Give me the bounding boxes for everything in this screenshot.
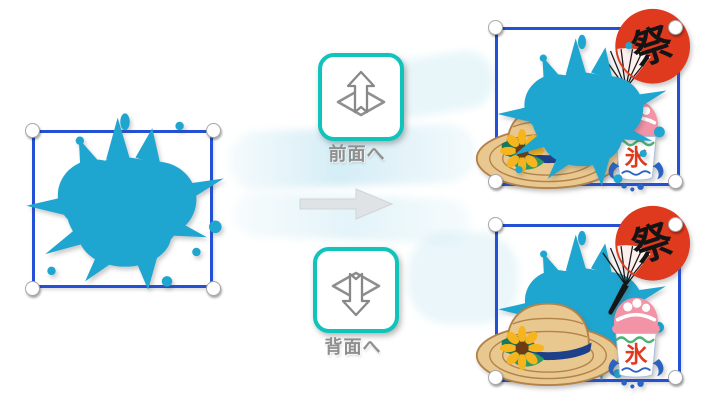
selection-handle-bottom-right[interactable]: [206, 281, 221, 296]
result-back-panel: [468, 200, 714, 400]
bring-to-front-icon: [336, 70, 386, 117]
selection-handle-bottom-right[interactable]: [668, 174, 683, 189]
selection-handle-bottom-left[interactable]: [488, 370, 503, 385]
selection-box: [32, 130, 213, 288]
selection-handle-bottom-right[interactable]: [668, 370, 683, 385]
bring-to-front-label: 前面へ: [328, 144, 386, 164]
selection-handle-bottom-left[interactable]: [25, 281, 40, 296]
selection-handle-top-left[interactable]: [25, 123, 40, 138]
shaved-ice-object[interactable]: [604, 294, 668, 392]
selection-handle-top-right[interactable]: [206, 123, 221, 138]
result-front-panel: [468, 0, 714, 200]
selection-handle-top-right[interactable]: [668, 217, 683, 232]
selection-handle-bottom-left[interactable]: [488, 174, 503, 189]
selection-handle-top-left[interactable]: [488, 217, 503, 232]
splat-object-front[interactable]: [492, 24, 672, 194]
send-to-back-icon: [331, 271, 381, 317]
selection-handle-top-right[interactable]: [668, 20, 683, 35]
bring-to-front-button[interactable]: [318, 53, 404, 141]
right-arrow-icon: [299, 188, 394, 220]
send-to-back-button[interactable]: [313, 247, 399, 333]
selection-box: [495, 27, 680, 186]
original-object-panel: [20, 100, 230, 305]
splat-object[interactable]: [20, 100, 230, 300]
selection-handle-top-left[interactable]: [488, 20, 503, 35]
send-to-back-label: 背面へ: [324, 337, 382, 357]
